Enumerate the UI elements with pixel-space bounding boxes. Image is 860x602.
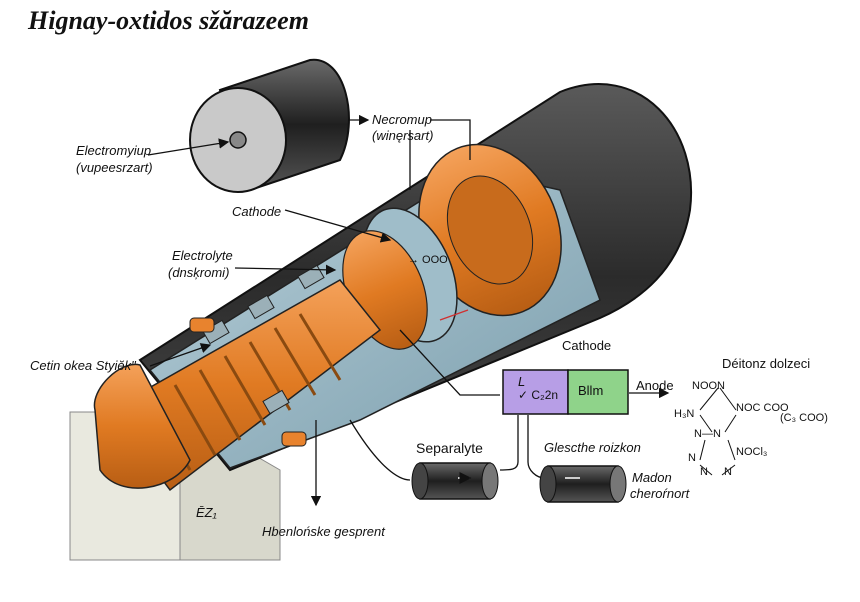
label-electromyiup: Electromyiup bbox=[76, 143, 152, 158]
main-cylinder bbox=[93, 83, 693, 492]
label-cathode: Cathode bbox=[232, 204, 282, 219]
label-anode: Anode bbox=[636, 378, 674, 393]
label-henlonske: Hbenlońske gesprent bbox=[262, 524, 385, 539]
label-separalyte: Separalyte bbox=[416, 440, 483, 456]
label-dnskromi: (dnsķromi) bbox=[168, 265, 230, 280]
madon-cylinder bbox=[539, 465, 627, 503]
separalyte-cylinder bbox=[411, 462, 499, 500]
chem-h3n: H₃N bbox=[674, 408, 695, 420]
label-winersart: (winęrsart) bbox=[372, 128, 434, 143]
chem-noon: NOON bbox=[692, 380, 725, 392]
label-electrolyte: Electrolyte bbox=[172, 248, 233, 263]
label-cetin: Cetin okea Styiĕk" bbox=[30, 358, 136, 373]
chem-c3-coo: (C₃ COO) bbox=[780, 412, 828, 424]
chem-n-b: N bbox=[700, 466, 708, 478]
diagram-title: Hignay-oxtidos sžărazeem bbox=[28, 6, 309, 35]
chem-noc-coo: NOC COO bbox=[736, 402, 789, 414]
label-cathode-box: Cathode bbox=[562, 338, 612, 353]
box-left-sub: ✓ C₂2n bbox=[518, 388, 559, 402]
chem-n-a: N bbox=[688, 452, 696, 464]
box-left-text: L bbox=[518, 374, 526, 389]
cathode-box bbox=[502, 369, 629, 415]
label-cherornort: cheroŕnort bbox=[630, 486, 690, 501]
label-ez: ĒZ₁ bbox=[196, 505, 217, 520]
molecule-structure bbox=[699, 387, 737, 476]
leader-lines bbox=[147, 114, 670, 507]
label-madon: Madon bbox=[632, 470, 672, 485]
chem-n-c: N bbox=[724, 466, 732, 478]
label-glescthe: Glescthe roizkon bbox=[544, 440, 641, 455]
label-detionz: Déitonz dolzeci bbox=[722, 356, 811, 371]
label-ring-mark: → OOO bbox=[408, 254, 448, 266]
chem-n-n: N—N bbox=[694, 428, 721, 440]
label-necromup: Necromup bbox=[372, 112, 432, 127]
label-vupeesrzart: (vupeesrzart) bbox=[76, 160, 153, 175]
box-right-text: Bllm bbox=[578, 383, 604, 398]
top-cylinder bbox=[189, 58, 350, 193]
chem-nocl3: NOCl₃ bbox=[736, 446, 768, 458]
